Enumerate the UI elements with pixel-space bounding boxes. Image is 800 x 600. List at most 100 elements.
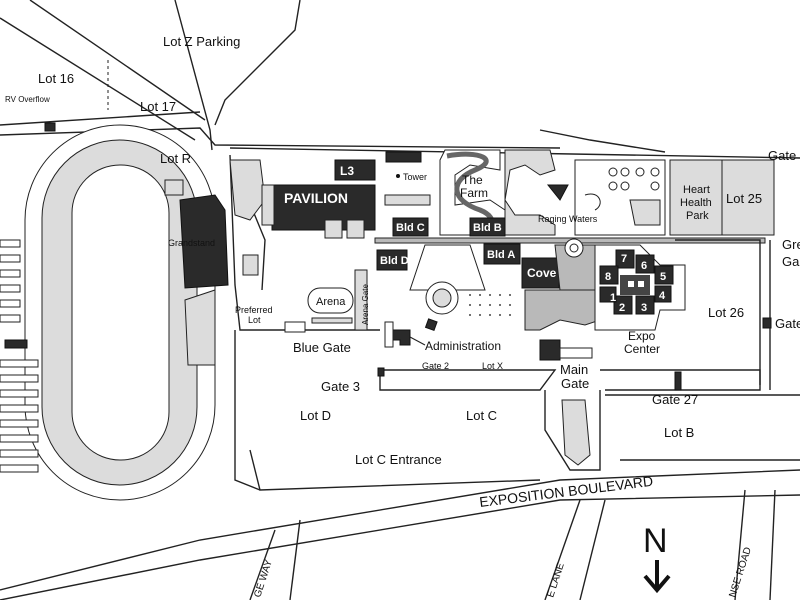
heart-health-park: [669, 159, 723, 236]
label-administration: Administration: [425, 339, 501, 353]
bld-a-building: [483, 243, 521, 265]
expo-hall-7: 7: [621, 253, 627, 265]
label-lot-c: Lot C: [466, 408, 497, 423]
way-road-left: [249, 529, 276, 600]
north-curve-road: [539, 129, 666, 153]
main-gate-turnstiles: [559, 347, 593, 359]
label-lane-road: E LANE: [545, 561, 567, 599]
label-right-gate-1: Gre: [782, 237, 800, 252]
label-lot-b: Lot B: [664, 425, 694, 440]
right-road-left: [734, 489, 746, 600]
fairground-west-boundary: [229, 154, 380, 331]
pavilion-stall-2: [346, 219, 365, 239]
main-gate-booth: [539, 339, 561, 361]
arena-gate-lane: [354, 269, 368, 331]
main-gate-approach: [544, 390, 601, 471]
label-raging-waters: Raging Waters: [538, 214, 598, 224]
expo-hall-3: 3: [641, 302, 647, 314]
diagonal-road-north-lower: [0, 17, 196, 141]
label-cove: Cove: [527, 266, 557, 280]
lane-road-left: [544, 499, 581, 600]
expo-hall-4: 4: [659, 290, 666, 302]
west-lawn: [229, 159, 266, 221]
label-tower: Tower: [403, 172, 427, 182]
label-gate-3: Gate 3: [321, 379, 360, 394]
expo-hall-6: 6: [641, 260, 647, 272]
label-lot-26: Lot 26: [708, 305, 744, 320]
label-heart-health-1: Heart: [683, 184, 710, 196]
label-expo-center-2: Center: [624, 342, 660, 356]
l3-building: [334, 159, 376, 181]
label-heart-health-3: Park: [686, 210, 709, 222]
waterslide-loop: [584, 193, 601, 211]
raging-waters-icon: [546, 184, 569, 201]
preferred-lot-strip: [184, 289, 216, 366]
label-arena: Arena: [316, 296, 346, 308]
lot-c-entrance-road: [249, 449, 541, 491]
lot16-marker: [44, 122, 56, 132]
arena-building: [307, 287, 354, 314]
pool-deck: [629, 199, 661, 226]
left-marker-building: [4, 339, 28, 349]
label-lot-d: Lot D: [300, 408, 331, 423]
bld-c-building: [392, 217, 429, 237]
expo-hall-8: 8: [605, 271, 611, 283]
pavilion-annex: [261, 184, 275, 226]
tower-marker: [396, 174, 400, 178]
label-arena-gate: Arena Gate: [361, 284, 370, 325]
label-l3: L3: [340, 164, 354, 178]
admin-leader-line: [409, 336, 426, 346]
lot-25: [721, 159, 775, 236]
label-lot-17: Lot 17: [140, 99, 176, 114]
down-arrow-icon: [643, 560, 671, 594]
roundabout-inner: [569, 243, 579, 253]
admin-wing: [384, 321, 394, 348]
label-right-gate-2: Ga: [782, 254, 800, 269]
main-gate-median: [561, 399, 591, 466]
label-exposition-blvd: EXPOSITION BOULEVARD: [478, 473, 653, 510]
expo-halls: [599, 249, 674, 315]
lot26-north-boundary: [675, 239, 761, 385]
label-blue-gate: Blue Gate: [293, 340, 351, 355]
label-the-farm-1: The: [462, 173, 483, 187]
label-lot-x: Lot X: [482, 361, 503, 371]
label-bld-a: Bld A: [487, 249, 515, 261]
fountain-center: [432, 288, 452, 308]
label-right-road: NSE ROAD: [727, 546, 754, 599]
gate3-road: [234, 330, 261, 491]
label-gate-27: Gate 27: [652, 392, 698, 407]
label-the-farm-2: Farm: [460, 186, 488, 200]
label-north: N: [643, 522, 668, 560]
label-lot-25: Lot 25: [726, 191, 762, 206]
fountain-plaza: [409, 244, 486, 291]
label-gate-2: Gate 2: [422, 361, 449, 371]
lot17-south-road: [0, 111, 201, 126]
admin-annex: [424, 318, 438, 332]
bld-d-building: [376, 249, 408, 271]
race-track-inner: [71, 164, 170, 461]
lot-z-east-road: [214, 0, 301, 126]
label-pavilion: PAVILION: [284, 190, 348, 206]
plaza-dot-grid: [469, 294, 511, 316]
label-lot-c-entrance: Lot C Entrance: [355, 452, 442, 467]
label-gate-top: Gate: [768, 148, 796, 163]
label-preferred-lot-2: Lot: [248, 315, 261, 325]
label-grandstand: Grandstand: [168, 238, 215, 248]
bld-b-building: [469, 217, 506, 237]
label-main-gate-2: Gate: [561, 376, 589, 391]
farm-annex: [384, 194, 431, 206]
expo-hall-5: 5: [660, 271, 666, 283]
grandstand-building: [179, 194, 229, 289]
label-right-gate-3: Gate: [775, 316, 800, 331]
small-structure: [242, 254, 259, 276]
label-way-road: GE WAY: [252, 558, 275, 599]
right-road-right: [769, 489, 776, 600]
raging-waters-pools: [608, 167, 660, 191]
east-gate-marker: [762, 317, 772, 329]
expo-hall-1: 1: [610, 292, 616, 304]
arena-bleacher: [311, 317, 353, 324]
grandstand-annex: [164, 179, 184, 196]
tower-building: [385, 151, 422, 163]
